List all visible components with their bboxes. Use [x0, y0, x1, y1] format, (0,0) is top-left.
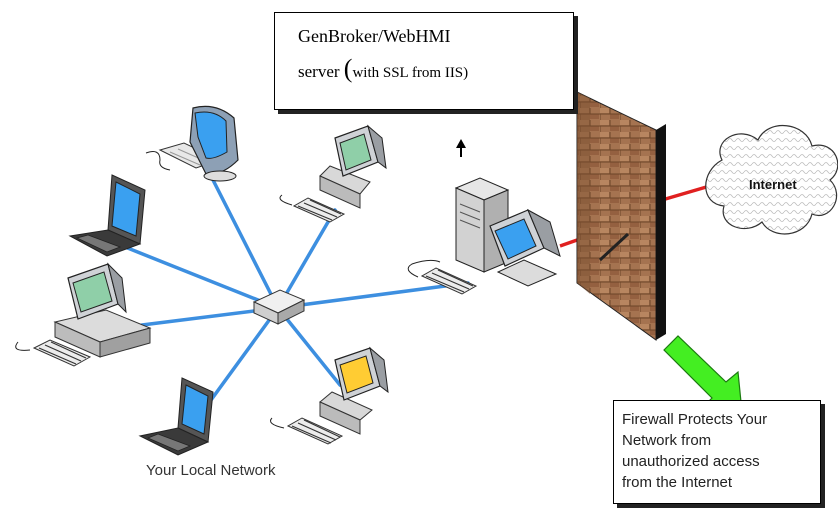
server-callout-line2: server (with SSL from IIS) — [298, 51, 573, 91]
black-arrow-icon — [456, 139, 466, 157]
laptop-icon — [68, 174, 146, 257]
server-callout-detail: with SSL from IIS — [352, 65, 464, 81]
hub-icon — [252, 289, 306, 325]
server-callout: GenBroker/WebHMI server (with SSL from I… — [274, 12, 574, 110]
link-laptop-top-left — [123, 245, 280, 310]
link-desktop-bottom — [276, 306, 342, 387]
firewall-callout-line: Firewall Protects Your — [622, 411, 768, 428]
internet-label: Internet — [749, 177, 797, 192]
laptop-icon — [138, 377, 214, 456]
green-arrow-icon — [663, 335, 743, 413]
firewall-callout-line: unauthorized access — [622, 453, 760, 470]
desktop-computer-icon — [15, 262, 152, 367]
network-label: Your Local Network — [146, 462, 276, 479]
server-callout-paren-close: ) — [463, 65, 469, 81]
imac-icon — [145, 105, 239, 182]
server-callout-line2-prefix: server — [298, 62, 344, 81]
firewall-callout-line: from the Internet — [622, 474, 733, 491]
server-callout-line1: GenBroker/WebHMI — [298, 26, 451, 46]
firewall-wall-icon — [576, 91, 666, 341]
desktop-computer-icon — [270, 346, 389, 445]
link-server — [276, 281, 470, 310]
server-tower-icon — [407, 177, 561, 295]
server-callout-paren-open: ( — [343, 54, 353, 83]
desktop-computer-icon — [279, 124, 387, 223]
internet-cloud-icon: Internet — [705, 125, 838, 235]
link-imac — [211, 178, 280, 310]
firewall-callout: Firewall Protects Your Network from unau… — [613, 400, 821, 504]
link-desktop-top — [276, 208, 337, 310]
firewall-callout-line: Network from — [622, 432, 712, 449]
